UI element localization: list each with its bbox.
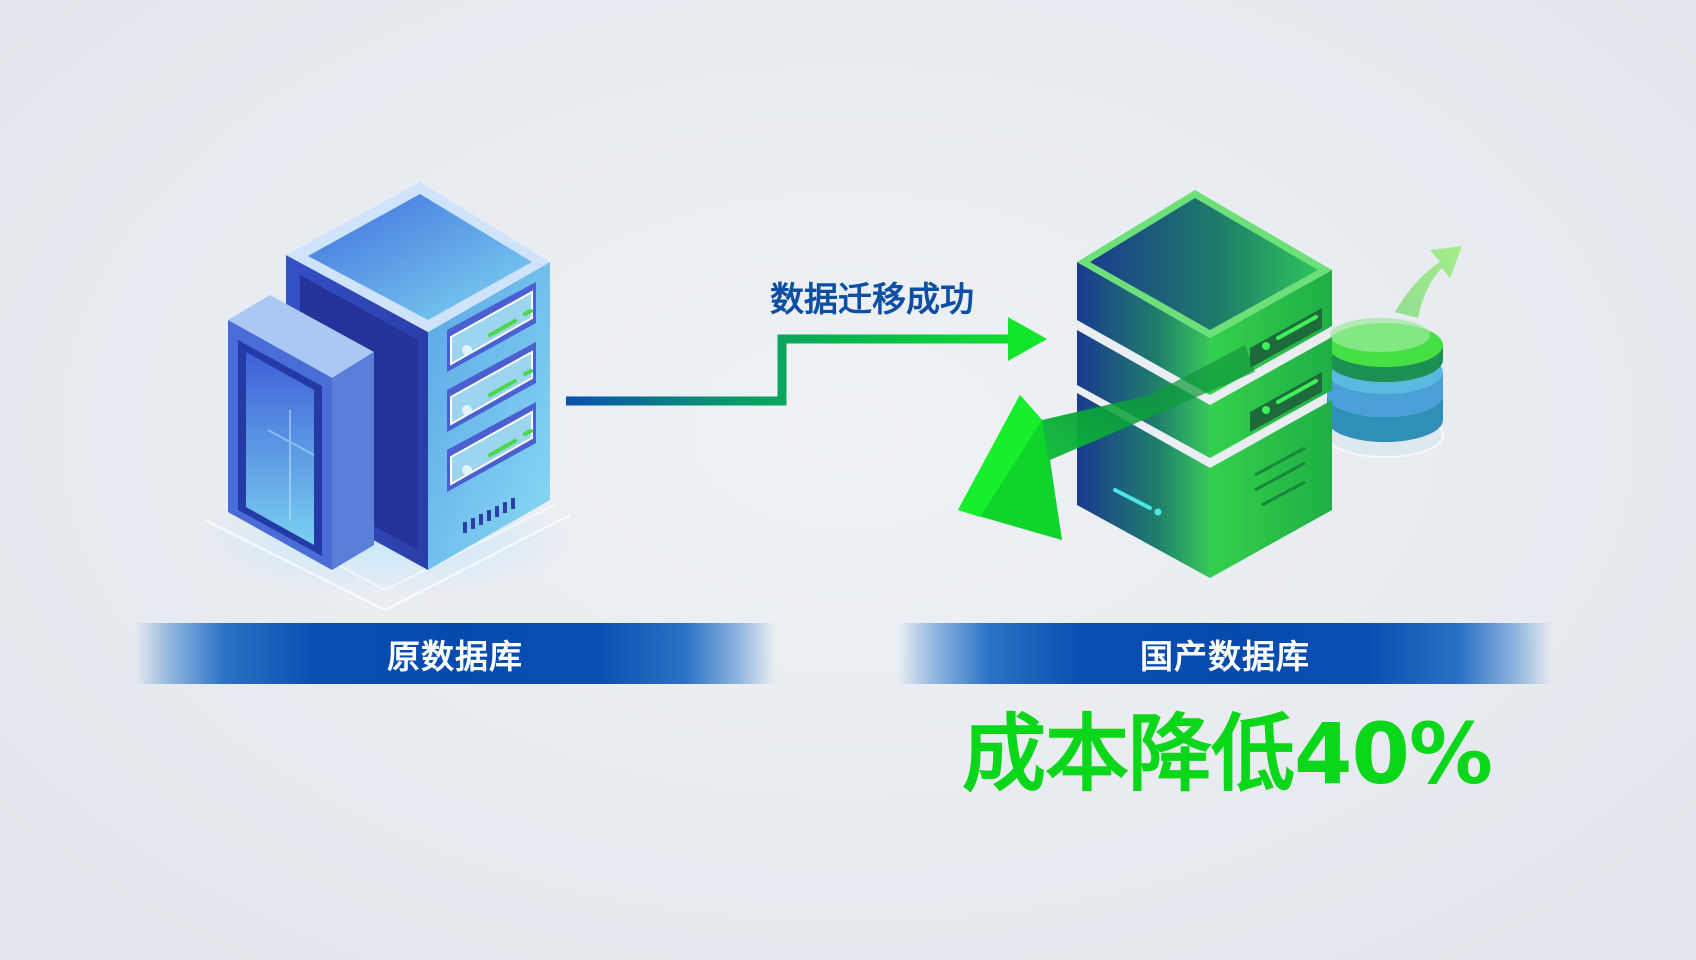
source-database-label-bar: 原数据库 <box>135 623 775 684</box>
source-server-icon <box>195 182 575 612</box>
target-server-icon <box>958 190 1462 578</box>
target-database-label-bar: 国产数据库 <box>898 623 1552 684</box>
database-stack-icon <box>1326 318 1444 458</box>
target-database-label: 国产数据库 <box>1140 636 1310 676</box>
drive-bays <box>447 282 536 492</box>
vent-slots <box>463 498 515 533</box>
source-database-label: 原数据库 <box>387 636 523 676</box>
cost-reduction-headline: 成本降低40% <box>962 705 1493 803</box>
migration-connector-arrow <box>566 317 1047 406</box>
trend-up-arrow-icon <box>1395 246 1462 318</box>
cost-down-arrow-icon <box>958 345 1255 540</box>
migration-status-label: 数据迁移成功 <box>770 280 974 320</box>
